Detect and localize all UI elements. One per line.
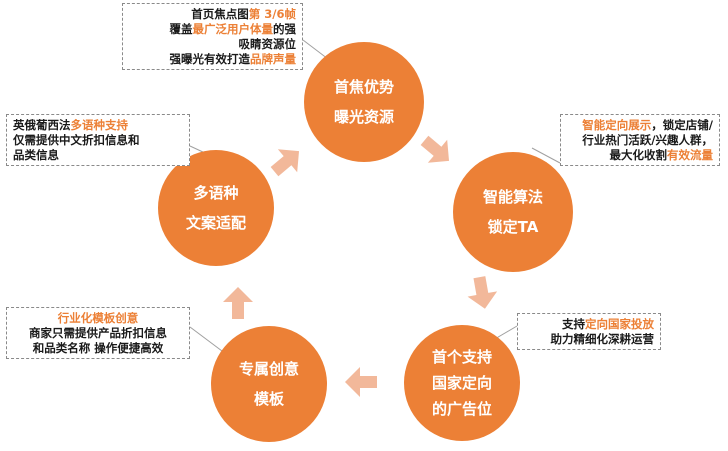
node-country-line1: 首个支持 xyxy=(431,348,492,366)
note-country: 支持定向国家投放 助力精细化深耕运营 xyxy=(517,313,661,350)
cycle-arrow-multi-focus xyxy=(270,149,300,177)
connector-smart xyxy=(531,147,561,164)
note-multi: 英俄葡西法多语种支持 仅需提供中文折扣信息和 品类信息 xyxy=(6,114,190,166)
node-creative-line1: 专属创意 xyxy=(238,360,299,378)
node-creative-line2: 模板 xyxy=(253,390,284,408)
node-focus-line2: 曝光资源 xyxy=(333,108,394,126)
node-country-line2: 国家定向 xyxy=(431,374,492,392)
node-smart-line1: 智能算法 xyxy=(482,188,543,206)
cycle-arrow-smart-country xyxy=(467,276,498,309)
note-smart: 智能定向展示，锁定店铺/ 行业热门活跃/兴趣人群， 最大化收割有效流量 xyxy=(560,114,720,166)
note-multi-line2: 仅需提供中文折扣信息和 xyxy=(13,133,140,147)
note-focus-line3: 吸睛资源位 xyxy=(238,37,297,51)
node-focus-advantage: 首焦优势 曝光资源 xyxy=(304,42,424,162)
note-focus: 首页焦点图第 3/6帧 覆盖最广泛用户体量的强 吸睛资源位 强曝光有效打造品牌声… xyxy=(122,3,303,70)
note-focus-line4: 强曝光有效打造品牌声量 xyxy=(169,52,297,66)
note-focus-line1: 首页焦点图第 3/6帧 xyxy=(191,7,296,21)
note-creative-line3: 和品类名称 操作便捷高效 xyxy=(32,341,164,355)
node-multi-line2: 文案适配 xyxy=(185,214,246,232)
note-focus-line2: 覆盖最广泛用户体量的强 xyxy=(169,22,297,36)
cycle-arrow-country-creative xyxy=(345,367,377,397)
note-country-line2: 助力精细化深耕运营 xyxy=(550,332,655,346)
note-smart-line1: 智能定向展示，锁定店铺/ xyxy=(582,118,713,132)
note-multi-line1: 英俄葡西法多语种支持 xyxy=(13,118,128,132)
note-creative-line2: 商家只需提供产品折扣信息 xyxy=(29,326,167,340)
note-multi-line3: 品类信息 xyxy=(13,148,59,162)
note-country-line1: 支持定向国家投放 xyxy=(562,317,654,331)
note-creative: 行业化模板创意 商家只需提供产品折扣信息 和品类名称 操作便捷高效 xyxy=(6,307,190,359)
note-creative-line1: 行业化模板创意 xyxy=(57,311,139,325)
node-country-line3: 的广告位 xyxy=(431,400,492,418)
cycle-arrow-creative-multi xyxy=(223,287,253,319)
node-multi-line1: 多语种 xyxy=(193,184,239,202)
note-smart-line2: 行业热门活跃/兴趣人群， xyxy=(582,133,713,147)
node-country-targeting: 首个支持 国家定向 的广告位 xyxy=(404,325,520,441)
node-smart-algorithm: 智能算法 锁定TA xyxy=(453,152,573,272)
node-creative-template: 专属创意 模板 xyxy=(211,326,327,442)
note-smart-line3: 最大化收割有效流量 xyxy=(609,148,714,162)
node-smart-line2: 锁定TA xyxy=(487,218,539,236)
cycle-arrow-focus-smart xyxy=(420,135,450,163)
node-focus-line1: 首焦优势 xyxy=(333,78,394,96)
node-multilingual: 多语种 文案适配 xyxy=(158,150,274,266)
